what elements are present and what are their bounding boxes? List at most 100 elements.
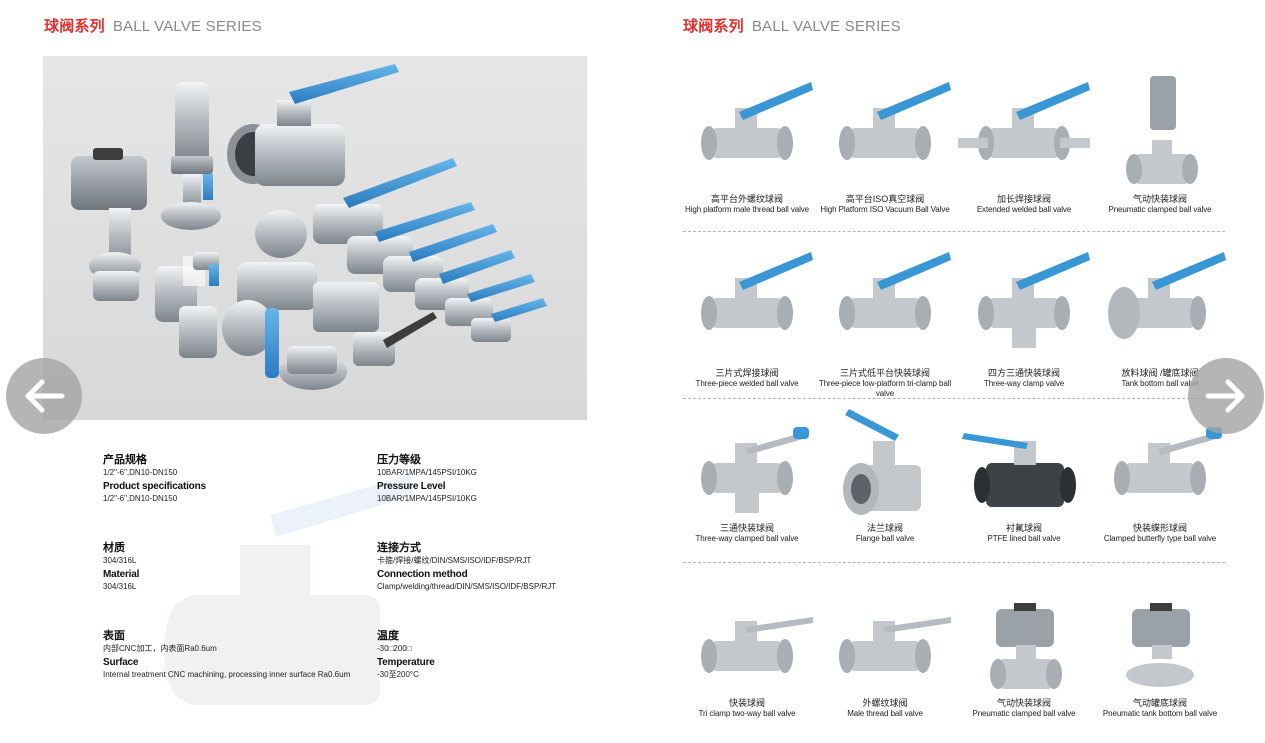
row-divider xyxy=(683,231,1225,232)
product-image xyxy=(839,252,951,330)
product-image xyxy=(978,252,1090,348)
next-page-button[interactable] xyxy=(1188,358,1264,434)
spec-pressure-level: 压力等级 10BAR/1MPA/145PSI/10KG Pressure Lev… xyxy=(377,454,617,504)
row-divider xyxy=(683,562,1225,563)
product-image xyxy=(990,603,1062,689)
spec-heading-cn: 连接方式 xyxy=(377,542,421,554)
product-name-en: Three-way clamp valve xyxy=(983,379,1065,388)
spec-value-en: 1/2"-6",DN10-DN150 xyxy=(103,494,178,503)
series-title-left: 球阀系列 BALL VALVE SERIES xyxy=(44,15,262,36)
spec-material: 材质 304/316L Material 304/316L xyxy=(103,542,343,592)
product-name-cn: 衬氟球阀 xyxy=(1005,523,1042,533)
spec-heading-cn: 产品规格 xyxy=(103,454,147,466)
watermark-valve-graphic xyxy=(164,475,414,705)
spec-heading-en: Connection method xyxy=(377,569,468,580)
product-name-en: PTFE lined ball valve xyxy=(987,534,1061,543)
product-name-cn: 三片式焊接球阀 xyxy=(715,368,779,378)
product-image xyxy=(701,82,813,160)
spec-heading-en: Product specifications xyxy=(103,481,206,492)
product-name-cn: 快装球阀 xyxy=(728,698,765,708)
spec-heading-cn: 压力等级 xyxy=(377,454,421,466)
product-name-en: Pneumatic clamped ball valve xyxy=(972,709,1076,718)
product-image xyxy=(1126,76,1198,184)
spec-heading-cn: 温度 xyxy=(377,630,399,642)
product-name-cn: 四方三通快装球阀 xyxy=(987,368,1060,378)
product-image xyxy=(962,433,1076,507)
product-image xyxy=(839,82,951,160)
product-name-en: High platform male thread ball valve xyxy=(684,205,810,214)
product-name-en: Tri clamp two-way ball valve xyxy=(698,709,796,718)
spec-value-en: 304/316L xyxy=(103,582,137,591)
hero-product-image xyxy=(43,56,587,420)
series-title-cn: 球阀系列 xyxy=(44,18,105,35)
product-name-cn: 气动快装球阀 xyxy=(1132,194,1187,204)
row-divider xyxy=(683,398,1225,399)
product-name-cn: 放料球阀 /罐底球阀 xyxy=(1121,368,1199,378)
product-name-en: Three-piece welded ball valve xyxy=(695,379,799,388)
series-title-cn: 球阀系列 xyxy=(683,18,744,35)
spec-value-cn: 卡箍/焊接/螺纹/DIN/SMS/ISO/IDF/BSP/RJT xyxy=(377,556,532,565)
product-name-cn: 高平台ISO真空球阀 xyxy=(845,194,925,204)
product-name-cn: 加长焊接球阀 xyxy=(996,194,1051,204)
product-image xyxy=(843,409,921,515)
product-name-en: Extended welded ball valve xyxy=(976,205,1072,214)
product-name-cn: 高平台外螺纹球阀 xyxy=(710,194,783,204)
spec-heading-en: Surface xyxy=(103,657,139,668)
prev-page-button[interactable] xyxy=(6,358,82,434)
spec-value-cn: 内部CNC加工，内表面Ra0.6um xyxy=(103,644,217,653)
spec-product-specifications: 产品规格 1/2"-6",DN10-DN150 Product specific… xyxy=(103,454,343,504)
spec-heading-cn: 表面 xyxy=(103,630,125,642)
product-image xyxy=(1108,252,1226,339)
product-name-en: Pneumatic tank bottom ball valve xyxy=(1102,709,1218,718)
product-image xyxy=(1126,603,1194,687)
product-image xyxy=(701,427,809,513)
series-title-right: 球阀系列 BALL VALVE SERIES xyxy=(683,15,901,36)
spec-value-cn: 304/316L xyxy=(103,556,137,565)
arrow-left-icon xyxy=(25,379,65,413)
spec-heading-cn: 材质 xyxy=(103,542,125,554)
spec-value-cn: 1/2"-6",DN10-DN150 xyxy=(103,468,178,477)
spec-connection-method: 连接方式 卡箍/焊接/螺纹/DIN/SMS/ISO/IDF/BSP/RJT Co… xyxy=(377,542,617,592)
product-name-cn: 法兰球阀 xyxy=(866,523,903,533)
spec-value-cn: 10BAR/1MPA/145PSI/10KG xyxy=(377,468,477,477)
product-image xyxy=(958,82,1090,160)
spec-value-en: Clamp/welding/thread/DIN/SMS/ISO/IDF/BSP… xyxy=(377,582,557,591)
product-name-cn: 气动罐底球阀 xyxy=(1132,698,1187,708)
product-name-cn: 三片式低平台快装球阀 xyxy=(839,368,930,378)
product-image xyxy=(839,617,951,673)
series-title-en: BALL VALVE SERIES xyxy=(751,18,901,35)
spec-value-en: Internal treatment CNC machining, proces… xyxy=(103,670,351,679)
spec-heading-en: Material xyxy=(103,569,140,580)
spec-heading-en: Temperature xyxy=(377,657,435,668)
product-name-cn: 气动快装球阀 xyxy=(996,698,1051,708)
spec-surface: 表面 内部CNC加工，内表面Ra0.6um Surface Internal t… xyxy=(103,630,373,680)
product-name-en: Tank bottom ball valve xyxy=(1121,379,1199,388)
product-name-en: High Platform ISO Vacuum Ball Valve xyxy=(820,205,950,214)
product-name-en: Clamped butterfly type ball valve xyxy=(1103,534,1217,543)
product-name-cn: 外螺纹球阀 xyxy=(862,698,908,708)
spec-value-en: -30至200°C xyxy=(377,670,419,679)
spec-value-cn: -30□200□ xyxy=(377,644,412,653)
arrow-right-icon xyxy=(1205,379,1245,413)
spec-value-en: 10BAR/1MPA/145PSI/10KG xyxy=(377,494,477,503)
product-name-en: Flange ball valve xyxy=(855,534,915,543)
product-name-cn: 快装蝶形球阀 xyxy=(1132,523,1187,533)
product-name-en: Three-piece low-platform tri-clamp ball … xyxy=(818,379,952,398)
series-title-en: BALL VALVE SERIES xyxy=(112,18,262,35)
